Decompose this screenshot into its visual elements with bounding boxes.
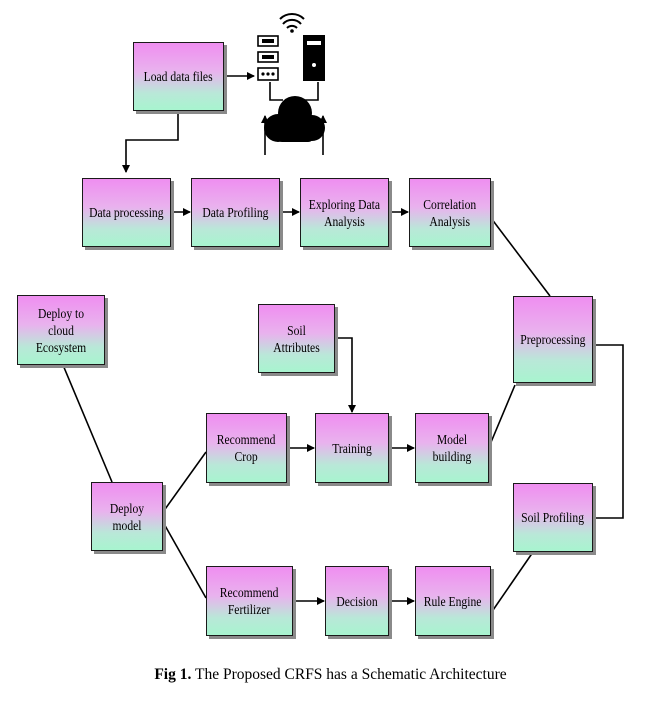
line-server-to-cloud-left bbox=[269, 82, 283, 101]
recommend-crop-label: Recommend Crop bbox=[217, 432, 276, 464]
deploy-model-label: Deploy model bbox=[109, 500, 145, 533]
training-label: Training bbox=[332, 440, 372, 456]
line-model-to-preprocessing bbox=[488, 384, 516, 448]
load-data-files-node: Load data files bbox=[133, 42, 224, 111]
correlation-analysis-label: Correlation Analysis bbox=[423, 196, 477, 229]
rule-engine-label: Rule Engine bbox=[424, 593, 482, 609]
preprocessing-node: Preprocessing bbox=[513, 296, 593, 383]
soil-profiling-label: Soil Profiling bbox=[521, 510, 585, 525]
training-node: Training bbox=[315, 413, 389, 483]
data-profiling-label: Data Profiling bbox=[202, 205, 269, 220]
line-deploymodel-to-fertilizer bbox=[162, 521, 207, 599]
deploy-model-node: Deploy model bbox=[91, 482, 163, 551]
line-correlation-to-preprocessing bbox=[490, 217, 551, 297]
deploy-to-cloud-label: Deploy to cloud Ecosystem bbox=[35, 305, 87, 355]
arrow-load-to-processing bbox=[122, 111, 179, 173]
recommend-crop-node: Recommend Crop bbox=[206, 413, 287, 483]
preprocessing-label: Preprocessing bbox=[520, 332, 586, 347]
data-profiling-node: Data Profiling bbox=[191, 178, 280, 247]
cloud-icon bbox=[264, 96, 325, 142]
server-rack-icon bbox=[257, 35, 325, 81]
model-building-label: Model building bbox=[432, 432, 472, 464]
correlation-analysis-node: Correlation Analysis bbox=[409, 178, 491, 247]
line-preprocessing-to-soilprofiling bbox=[593, 344, 624, 519]
decision-label: Decision bbox=[336, 593, 378, 609]
eda-node: Exploring Data Analysis bbox=[300, 178, 389, 247]
rule-engine-node: Rule Engine bbox=[415, 566, 491, 636]
decision-node: Decision bbox=[325, 566, 389, 636]
recommend-fertilizer-label: Recommend Fertilizer bbox=[220, 585, 279, 617]
figure-caption-label: Fig 1. bbox=[154, 666, 192, 683]
soil-attributes-node: Soil Attributes bbox=[258, 304, 335, 373]
arrow-soilattributes-to-training bbox=[335, 337, 356, 413]
data-processing-node: Data processing bbox=[82, 178, 171, 247]
line-rule-to-soilprofiling bbox=[490, 551, 534, 614]
figure-caption-text: The Proposed CRFS has a Schematic Archit… bbox=[191, 666, 507, 683]
recommend-fertilizer-node: Recommend Fertilizer bbox=[206, 566, 293, 636]
line-cloud-to-deploymodel bbox=[62, 364, 113, 483]
eda-label: Exploring Data Analysis bbox=[308, 196, 381, 229]
line-deploymodel-to-crop bbox=[162, 451, 207, 513]
model-building-node: Model building bbox=[415, 413, 489, 483]
line-server-to-cloud-right bbox=[305, 82, 319, 101]
wifi-signal-icon bbox=[279, 13, 305, 33]
soil-profiling-node: Soil Profiling bbox=[513, 483, 593, 552]
deploy-to-cloud-node: Deploy to cloud Ecosystem bbox=[17, 295, 105, 365]
load-data-files-label: Load data files bbox=[144, 69, 213, 84]
soil-attributes-label: Soil Attributes bbox=[273, 322, 320, 355]
figure-caption: Fig 1. The Proposed CRFS has a Schematic… bbox=[0, 666, 661, 684]
data-processing-label: Data processing bbox=[89, 205, 164, 220]
